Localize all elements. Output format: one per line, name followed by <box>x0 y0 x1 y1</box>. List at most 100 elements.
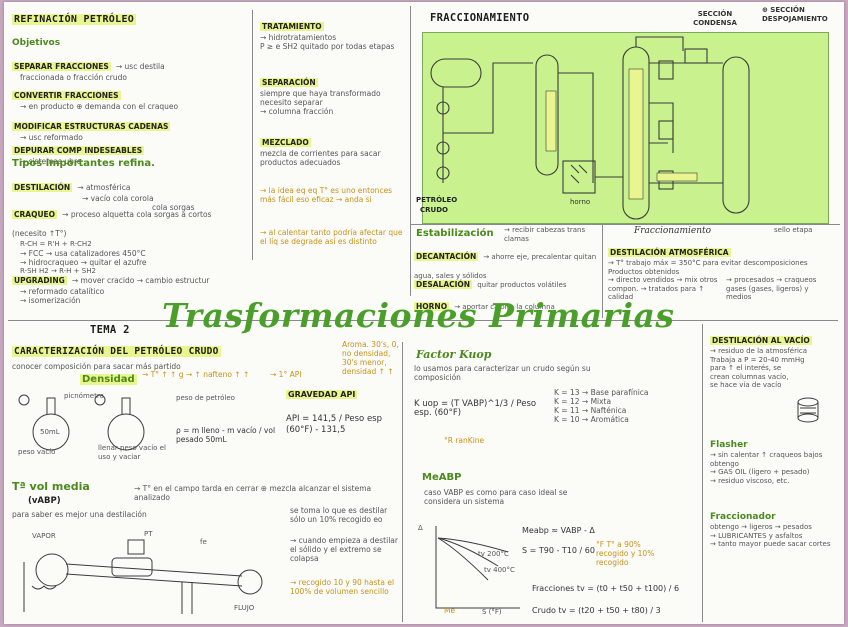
note-orange: → al calentar tanto podría afectar que e… <box>260 228 403 246</box>
caracterizacion-heading: CARACTERIZACIÓN DEL PETRÓLEO CRUDO <box>12 346 221 357</box>
distillation-apparatus <box>23 539 263 614</box>
kuop-row: K = 11 → Nafténica <box>554 406 627 415</box>
graph-y-label: Δ <box>418 524 423 532</box>
me-label: Me <box>444 606 456 615</box>
tv-sub: (vABP) <box>28 496 61 506</box>
fracciones-formula: Fracciones tv = (t0 + t50 + t100) / 6 <box>532 584 680 593</box>
densidad-note: → T° ↑ ↑ g → ↑ nafteno ↑ ↑ <box>142 370 250 379</box>
pipe <box>649 62 683 184</box>
kuop-sub: lo usamos para caracterizar un crudo seg… <box>414 364 591 382</box>
divider <box>252 10 253 260</box>
fraccionamiento-diagram <box>422 32 829 224</box>
api-aroma-note: Aroma. 30's, 0, no densidad, 30's menor,… <box>342 340 399 376</box>
sello-note: sello etapa <box>774 226 813 234</box>
picnometer-drawing <box>18 394 145 451</box>
flask-volume: 50mL <box>40 428 60 436</box>
objective-2: CONVERTIR FRACCIONES → en producto ⊕ dem… <box>12 91 179 111</box>
meabp-sub: caso VABP es como para caso ideal se con… <box>424 488 568 506</box>
fraccionamiento-subheading: Fraccionamiento <box>634 226 712 236</box>
tv-method: para saber es mejor una destilación <box>12 510 147 519</box>
horno-label: horno <box>570 198 591 206</box>
kuop-heading: Factor Kuop <box>416 348 492 361</box>
separacion-block: SEPARACIÓN siempre que haya transformado… <box>260 78 381 116</box>
condenser-tube <box>65 563 243 577</box>
highlight-band <box>545 90 557 152</box>
objetivos-label: Objetivos <box>12 38 61 48</box>
thermometer-holder <box>127 539 145 555</box>
estabilizacion-heading: Estabilización <box>416 228 494 239</box>
seccion-condensa-label: SECCIÓN CONDENSA <box>693 10 737 27</box>
pipe <box>443 62 533 134</box>
curve-label: tv 400°C <box>484 566 515 574</box>
pipe <box>558 72 594 183</box>
divider <box>402 342 403 622</box>
divider <box>8 320 838 321</box>
receiver <box>237 569 263 595</box>
objective-4: DEPURAR COMP INDESEABLES → sistemas ubre <box>12 146 145 166</box>
exchanger <box>436 101 450 115</box>
destilacion-vacio-block: DESTILACIÓN AL VACÍO → residuo de la atm… <box>710 336 812 389</box>
tv-orange-note: → recogido 10 y 90 hasta el 100% de volu… <box>290 578 395 596</box>
seccion-despojo-label: ⊕ SECCIÓN DESPOJAMIENTO <box>762 6 828 23</box>
petroleo-label: PETRÓLEO <box>416 196 458 204</box>
crudo-formula: Crudo tv = (t20 + t50 + t80) / 3 <box>532 606 661 615</box>
desalter-drum <box>430 58 482 88</box>
tv-detail: se toma lo que es destilar sólo un 10% r… <box>290 506 388 524</box>
fraccionamiento-heading: FRACCIONAMIENTO <box>430 12 530 24</box>
flask-neck <box>46 397 56 414</box>
kuop-unit-note: °R ranKine <box>444 436 485 445</box>
highlight-band <box>656 172 698 182</box>
picnometro-label: picnómetro <box>64 392 104 400</box>
side-stripper <box>658 60 674 80</box>
tv-detail: → cuando empieza a destilar el sólido y … <box>290 536 398 563</box>
flujo-label: FLUJO <box>234 604 255 612</box>
kuop-table: K = 13 → Base parafínica K = 12 → Mixta … <box>554 388 694 424</box>
curve <box>437 537 509 553</box>
notes-page: REFINACIÓN PETRÓLEO Objetivos SEPARAR FR… <box>4 2 844 624</box>
gravedad-heading: GRAVEDAD API <box>286 390 358 399</box>
kuop-formula: K uop = (T VABP)^1/3 / Peso esp. (60°F) <box>414 399 537 418</box>
api-unit-note: → 1° API <box>270 370 302 379</box>
caracterizacion-sub: conocer composición para sacar más parti… <box>12 362 181 371</box>
divider <box>410 6 411 296</box>
vacuum-column <box>722 56 750 214</box>
pt-label: PT <box>144 530 153 538</box>
kuop-row: K = 10 → Aromática <box>554 415 629 424</box>
mezclado-block: MEZCLADO mezcla de corrientes para sacar… <box>260 138 381 167</box>
curve-label: tv 200°C <box>478 550 509 558</box>
peso-petroleo-label: peso de petróleo <box>176 394 235 402</box>
flask-neck <box>121 397 131 414</box>
estab-note: → recibir cabezas trans clamas <box>504 226 586 243</box>
process-diagram <box>430 36 750 220</box>
boiling-flask <box>35 553 69 587</box>
destilacion-block: DESTILACIÓN → atmosférica → vacío cola c… <box>12 183 195 212</box>
step-marker <box>94 394 106 406</box>
divider <box>410 224 840 225</box>
tipos-heading: Tipos importantes refina. <box>12 158 155 169</box>
peso-lleno-label: llenar peso vacío el uso y vaciar <box>98 444 166 461</box>
support <box>23 562 193 614</box>
stabilizer-column <box>535 54 559 176</box>
densidad-heading: Densidad <box>80 374 137 385</box>
api-formula: API = 141,5 / Peso esp (60°F) - 131,5 <box>286 414 383 435</box>
exchanger <box>436 141 450 155</box>
fraccionador-block: Fraccionador obtengo → ligeros → pesados… <box>710 512 831 548</box>
slope-formula: S = T90 - T10 / 60 <box>522 546 595 555</box>
furnace <box>562 160 596 194</box>
section-heading: REFINACIÓN PETRÓLEO <box>12 14 137 25</box>
horno-block: HORNO → aportar calor a la columna <box>414 302 555 311</box>
divider <box>602 224 603 318</box>
kuop-row: K = 12 → Mixta <box>554 397 612 406</box>
exchanger <box>436 166 450 180</box>
heater-coil <box>31 585 57 590</box>
graph-x-label: S (°F) <box>482 608 502 616</box>
vapor-label: VAPOR <box>32 532 56 540</box>
flasher-block: Flasher → sin calentar ↑ craqueos bajos … <box>710 440 823 485</box>
crudo-label: CRUDO <box>420 206 448 214</box>
craqueo-block: CRAQUEO → proceso alquetta cola sorgas a… <box>12 210 212 275</box>
curve <box>437 537 499 567</box>
peso-vacio-label: peso vacío <box>18 448 56 456</box>
density-formula: ρ = m lleno - m vacío / vol pesado 50mL <box>176 426 276 444</box>
condenser <box>684 48 708 64</box>
pipe <box>683 62 723 184</box>
